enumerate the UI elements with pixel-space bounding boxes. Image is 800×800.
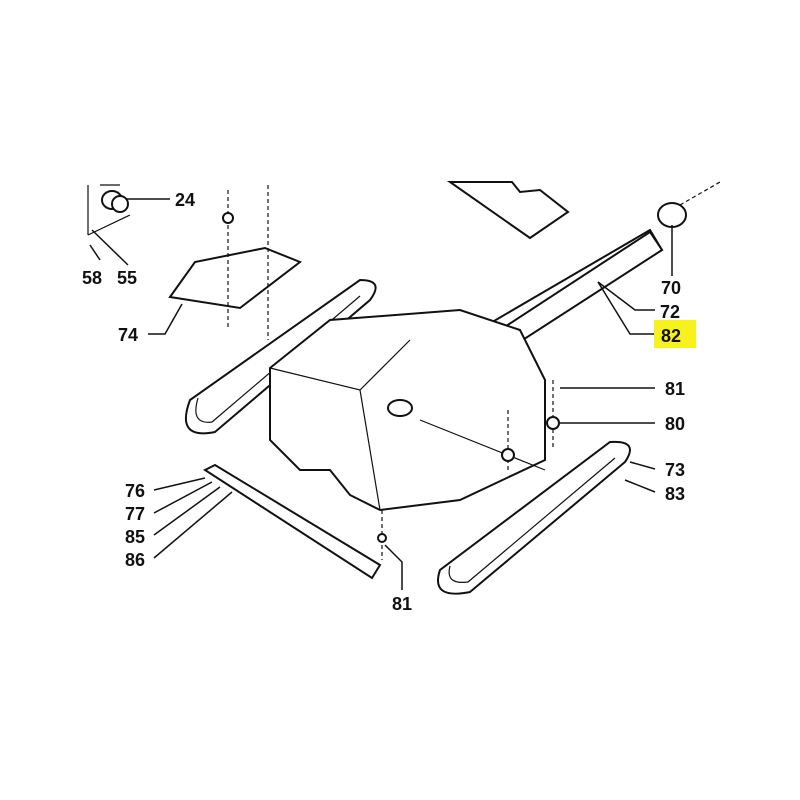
upper-shield [168, 246, 303, 310]
callout-55: 55 [117, 268, 137, 288]
callout-76: 76 [125, 481, 145, 501]
callout-77: 77 [125, 504, 145, 524]
highlight-82 [654, 320, 696, 348]
callout-24: 24 [175, 190, 195, 210]
callout-86: 86 [125, 550, 145, 570]
blade [202, 463, 382, 580]
bracket-fragment [87, 184, 131, 236]
callout-72: 72 [660, 302, 680, 322]
callout-74: 74 [118, 325, 138, 345]
callout-70: 70 [661, 278, 681, 298]
callout-83: 83 [665, 484, 685, 504]
cover-plate [446, 181, 570, 240]
callout-58: 58 [82, 268, 102, 288]
callout-82: 82 [661, 326, 681, 346]
belt-right [437, 440, 631, 595]
callout-81-bottom: 81 [392, 594, 412, 614]
callout-80: 80 [665, 414, 685, 434]
leader-lines [89, 198, 673, 590]
callout-81: 81 [665, 379, 685, 399]
callout-85: 85 [125, 527, 145, 547]
bolts [222, 185, 560, 560]
callout-73: 73 [665, 460, 685, 480]
